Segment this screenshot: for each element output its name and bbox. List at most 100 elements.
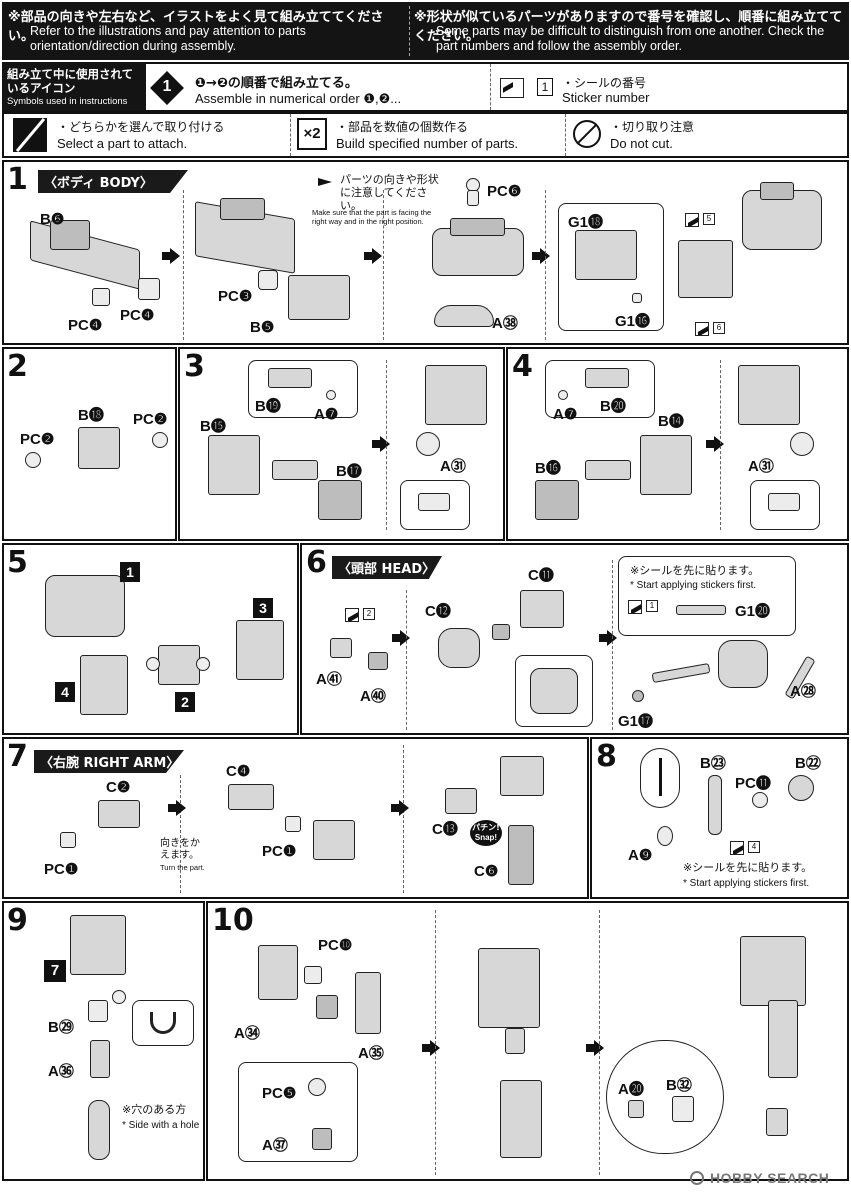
pc1-part-b <box>285 816 301 832</box>
order-jp: ❶→❷の順番で組み立てる。 <box>195 72 358 91</box>
backpack-part <box>678 240 733 298</box>
step1-note-en: Make sure that the part is facing the ri… <box>312 208 442 226</box>
step-4-number: 4 <box>512 352 533 382</box>
symbols-title-jp: 組み立て中に使用されているアイコン <box>7 67 142 95</box>
pc2-right-ball <box>152 432 168 448</box>
step10-lower-part <box>500 1080 542 1158</box>
a20-part <box>628 1100 644 1118</box>
step8-note-en: * Start applying stickers first. <box>683 878 809 890</box>
step7-label-pc1-a: PC❶ <box>44 860 78 878</box>
step8-sticker-strip <box>659 758 662 796</box>
snap-badge: パチン! Snap! <box>470 820 502 846</box>
step1-label-b6: B❻ <box>40 210 64 228</box>
step5-left-leg-block <box>80 655 128 715</box>
pc10-part <box>304 966 322 984</box>
g1-20-part <box>676 605 726 615</box>
step9-hole-jp: ※穴のある方 <box>122 1104 186 1116</box>
step10-label-a34: A㉞ <box>234 1022 260 1043</box>
step3-label-a31: A㉛ <box>440 455 466 476</box>
step1-arrow-2 <box>372 248 382 264</box>
step6-label-g1-17: G1⓱ <box>618 710 653 731</box>
nocut-en: Do not cut. <box>610 136 673 151</box>
step9-label-a36: A㊱ <box>48 1060 74 1081</box>
step4-middle-part <box>585 460 631 480</box>
step5-badge-3: 3 <box>253 598 273 618</box>
a38-part <box>434 305 494 327</box>
b32-part <box>672 1096 694 1122</box>
step8-label-a9: A❾ <box>628 846 652 864</box>
step5-waist <box>158 645 200 685</box>
b22-part <box>788 775 814 801</box>
step7-divider-2 <box>403 745 404 893</box>
step7-label-c13: C⓭ <box>432 818 458 839</box>
step1-sticker-5: 5 <box>703 213 715 225</box>
pc4-left <box>92 288 110 306</box>
sticker-icon <box>500 78 524 98</box>
header-right-en: Some parts may be difficult to distingui… <box>436 24 836 54</box>
symbols-divider-1 <box>490 64 491 110</box>
step8-label-b22: B㉒ <box>795 752 821 773</box>
pc11-part <box>752 792 768 808</box>
order-en: Assemble in numerical order ❶,❷... <box>195 91 401 107</box>
snap-en: Snap! <box>470 833 502 842</box>
step6-label-a41: A㊶ <box>316 668 342 689</box>
step-1-number: 1 <box>7 165 28 195</box>
step7-arrow-2 <box>399 800 409 816</box>
symbols-divider-2 <box>290 114 291 156</box>
step6-sticker-1: 1 <box>646 600 658 612</box>
watermark: HOBBY SEARCH <box>710 1170 829 1186</box>
step5-torso <box>45 575 125 637</box>
step8-sticker-icon-4 <box>730 841 744 855</box>
step10-divider-1 <box>435 910 436 1175</box>
sticker-number-box: 1 <box>537 78 553 96</box>
c2-part <box>98 800 140 828</box>
step5-right-leg-block <box>236 620 284 680</box>
header-left-en: Refer to the illustrations and pay atten… <box>30 24 390 54</box>
step-9-number: 9 <box>7 906 28 936</box>
symbols-title-en: Symbols used in instructions <box>7 96 127 107</box>
step2-label-pc2-right: PC❷ <box>133 410 167 428</box>
a31-part-step4 <box>790 432 814 456</box>
step7-divider-1 <box>180 775 181 893</box>
select-en: Select a part to attach. <box>57 136 187 151</box>
step10-final-forearm <box>768 1000 798 1078</box>
step5-badge-2: 2 <box>175 692 195 712</box>
step4-label-b20: B⓴ <box>600 395 626 416</box>
step10-final-arm <box>740 936 806 1006</box>
step6-note-en: * Start applying stickers first. <box>630 580 756 592</box>
step6-label-g1-20: G1⓴ <box>735 600 770 621</box>
step7-arm-part <box>313 820 355 860</box>
step3-label-b19: B⓳ <box>255 395 281 416</box>
step6-head-assembled <box>718 640 768 688</box>
step2-label-b18: B⓲ <box>78 404 104 425</box>
step9-hole-en: * Side with a hole <box>122 1120 199 1132</box>
c4-part <box>228 784 274 810</box>
order-icon-number: 1 <box>161 78 173 96</box>
step10-inner-part <box>316 995 338 1019</box>
step1-arrow-1 <box>170 248 180 264</box>
step5-badge-1: 1 <box>120 562 140 582</box>
pc2-left-ball <box>25 452 41 468</box>
c11-part <box>520 590 564 628</box>
a7-ball-step4 <box>558 390 568 400</box>
step4-label-a31: A㉛ <box>748 455 774 476</box>
a37-part <box>312 1128 332 1150</box>
step-6-number: 6 <box>306 548 327 578</box>
step3-label-b17: B⓱ <box>336 460 362 481</box>
step9-ball <box>112 990 126 1004</box>
b16-part <box>535 480 579 520</box>
step7-upper-arm <box>500 756 544 796</box>
header-bar: ※部品の向きや左右など、イラストをよく見て組み立ててください。 Refer to… <box>2 2 849 60</box>
step7-turn-en: Turn the part. <box>160 862 205 874</box>
step5-badge-4: 4 <box>55 682 75 702</box>
step6-divider-2 <box>612 560 613 730</box>
step-5-number: 5 <box>7 548 28 578</box>
step4-label-a7: A❼ <box>553 405 577 423</box>
step1-label-a38: A㊳ <box>492 312 518 333</box>
step9-label-b29: B㉙ <box>48 1016 74 1037</box>
torso-assembled-head-mount <box>760 182 794 200</box>
step6-label-a28: A㉘ <box>790 680 816 701</box>
step10-divider-2 <box>599 910 600 1175</box>
b20-part <box>585 368 629 388</box>
step3-label-a7: A❼ <box>314 405 338 423</box>
